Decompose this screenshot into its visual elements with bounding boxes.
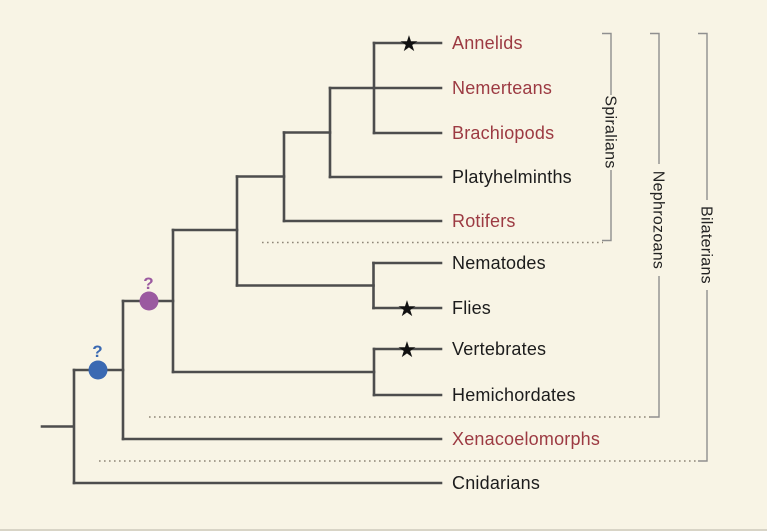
bracket-nephrozoans <box>650 32 660 418</box>
bracket-bilaterians <box>698 32 708 462</box>
taxon-label-rotifers: Rotifers <box>452 211 516 231</box>
bracket-spiralians <box>602 32 612 242</box>
bracket-label-bilaterians: Bilaterians <box>697 206 714 284</box>
star-icon: ★ <box>399 31 419 56</box>
taxon-label-flies: Flies <box>452 298 491 318</box>
taxon-label-nematodes: Nematodes <box>452 253 546 273</box>
taxon-label-vertebrates: Vertebrates <box>452 339 546 359</box>
bracket-label-nephrozoans: Nephrozoans <box>649 171 666 269</box>
taxon-label-brachiopods: Brachiopods <box>452 123 554 143</box>
blue-question-mark: ? <box>92 342 102 361</box>
taxon-label-platyhelminths: Platyhelminths <box>452 167 572 187</box>
blue-node-dot <box>88 360 108 380</box>
figure-bottom-edge <box>0 529 767 531</box>
bracket-label-spiralians: Spiralians <box>601 95 618 168</box>
clade-boundaries <box>99 241 698 462</box>
star-markers: ★ ★ ★ <box>397 31 419 362</box>
purple-node-dot <box>139 291 159 311</box>
taxon-label-xenacoelomorphs: Xenacoelomorphs <box>452 429 600 449</box>
taxon-label-annelids: Annelids <box>452 33 523 53</box>
branch-root <box>40 368 76 485</box>
uncertainty-nodes: ? ? <box>88 274 159 380</box>
taxon-label-cnidarians: Cnidarians <box>452 473 540 493</box>
tree-branches <box>40 41 443 485</box>
star-icon: ★ <box>397 337 417 362</box>
purple-question-mark: ? <box>143 274 153 293</box>
taxon-label-nemerteans: Nemerteans <box>452 78 552 98</box>
star-icon: ★ <box>397 296 417 321</box>
taxon-labels: Annelids Nemerteans Brachiopods Platyhel… <box>452 33 600 493</box>
taxon-label-hemichordates: Hemichordates <box>452 385 576 405</box>
clade-brackets: Spiralians Nephrozoans Bilaterians <box>601 32 714 462</box>
